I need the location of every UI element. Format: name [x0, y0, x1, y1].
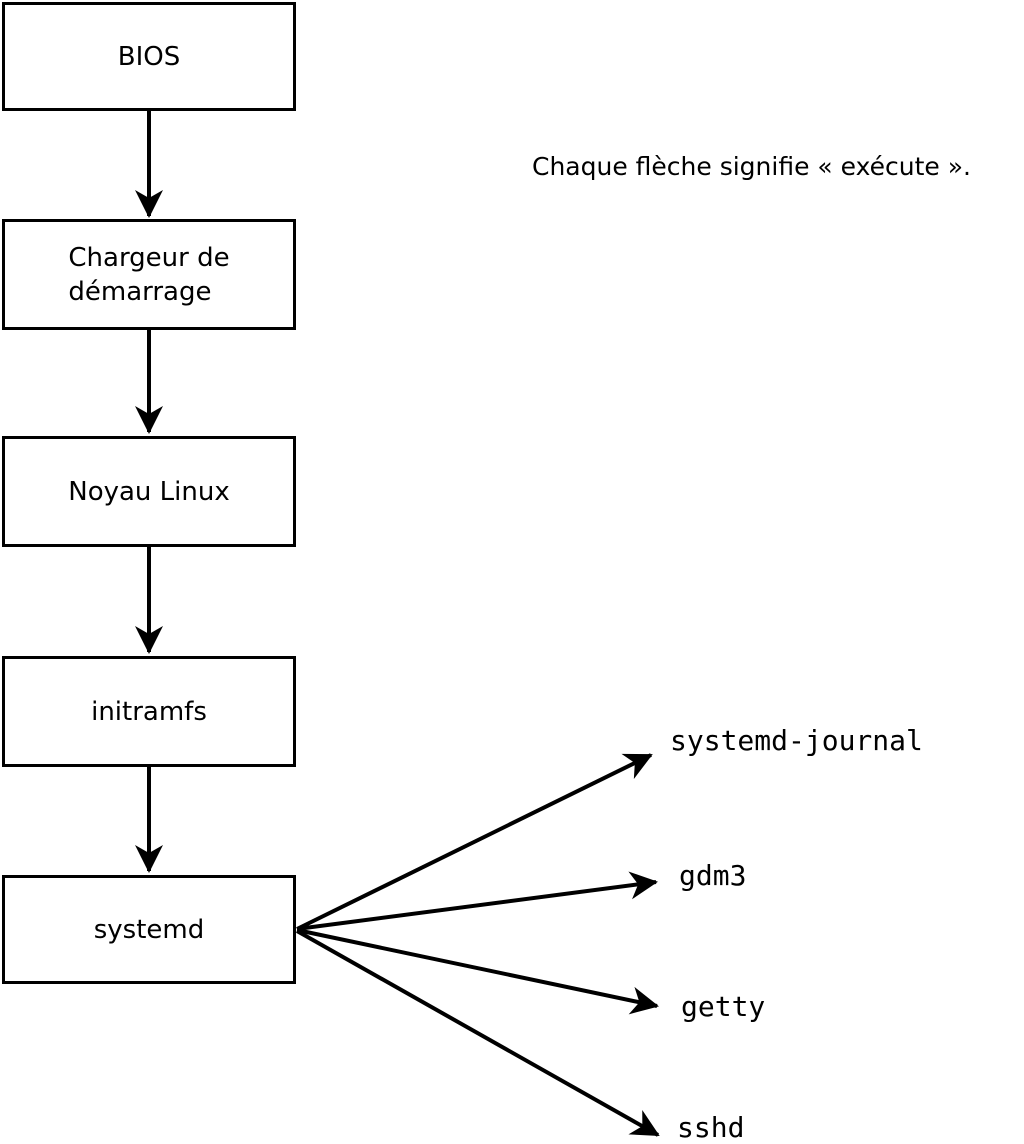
- diagram-caption: Chaque flèche signifie « exécute ».: [532, 152, 971, 181]
- edge-systemd-to-sshd: [296, 929, 660, 1137]
- node-initramfs: initramfs: [2, 656, 296, 767]
- service-label-sshd: sshd: [677, 1111, 745, 1144]
- node-systemd-label: systemd: [93, 914, 205, 945]
- node-initramfs-label: initramfs: [91, 696, 207, 727]
- edge-systemd-to-systemd-journal: [296, 753, 653, 931]
- node-systemd: systemd: [2, 875, 296, 984]
- node-bootloader: Chargeur de démarrage: [2, 219, 296, 330]
- node-kernel-label: Noyau Linux: [68, 476, 230, 507]
- service-label-systemd-journal: systemd-journal: [670, 724, 923, 757]
- node-kernel: Noyau Linux: [2, 436, 296, 547]
- edge-systemd-to-gdm3: [296, 871, 658, 931]
- node-bios-label: BIOS: [117, 41, 181, 72]
- node-bios: BIOS: [2, 2, 296, 111]
- service-label-getty: getty: [681, 990, 766, 1023]
- edge-systemd-to-getty: [296, 928, 659, 1015]
- service-label-gdm3: gdm3: [679, 859, 747, 892]
- node-bootloader-label: Chargeur de démarrage: [68, 242, 230, 307]
